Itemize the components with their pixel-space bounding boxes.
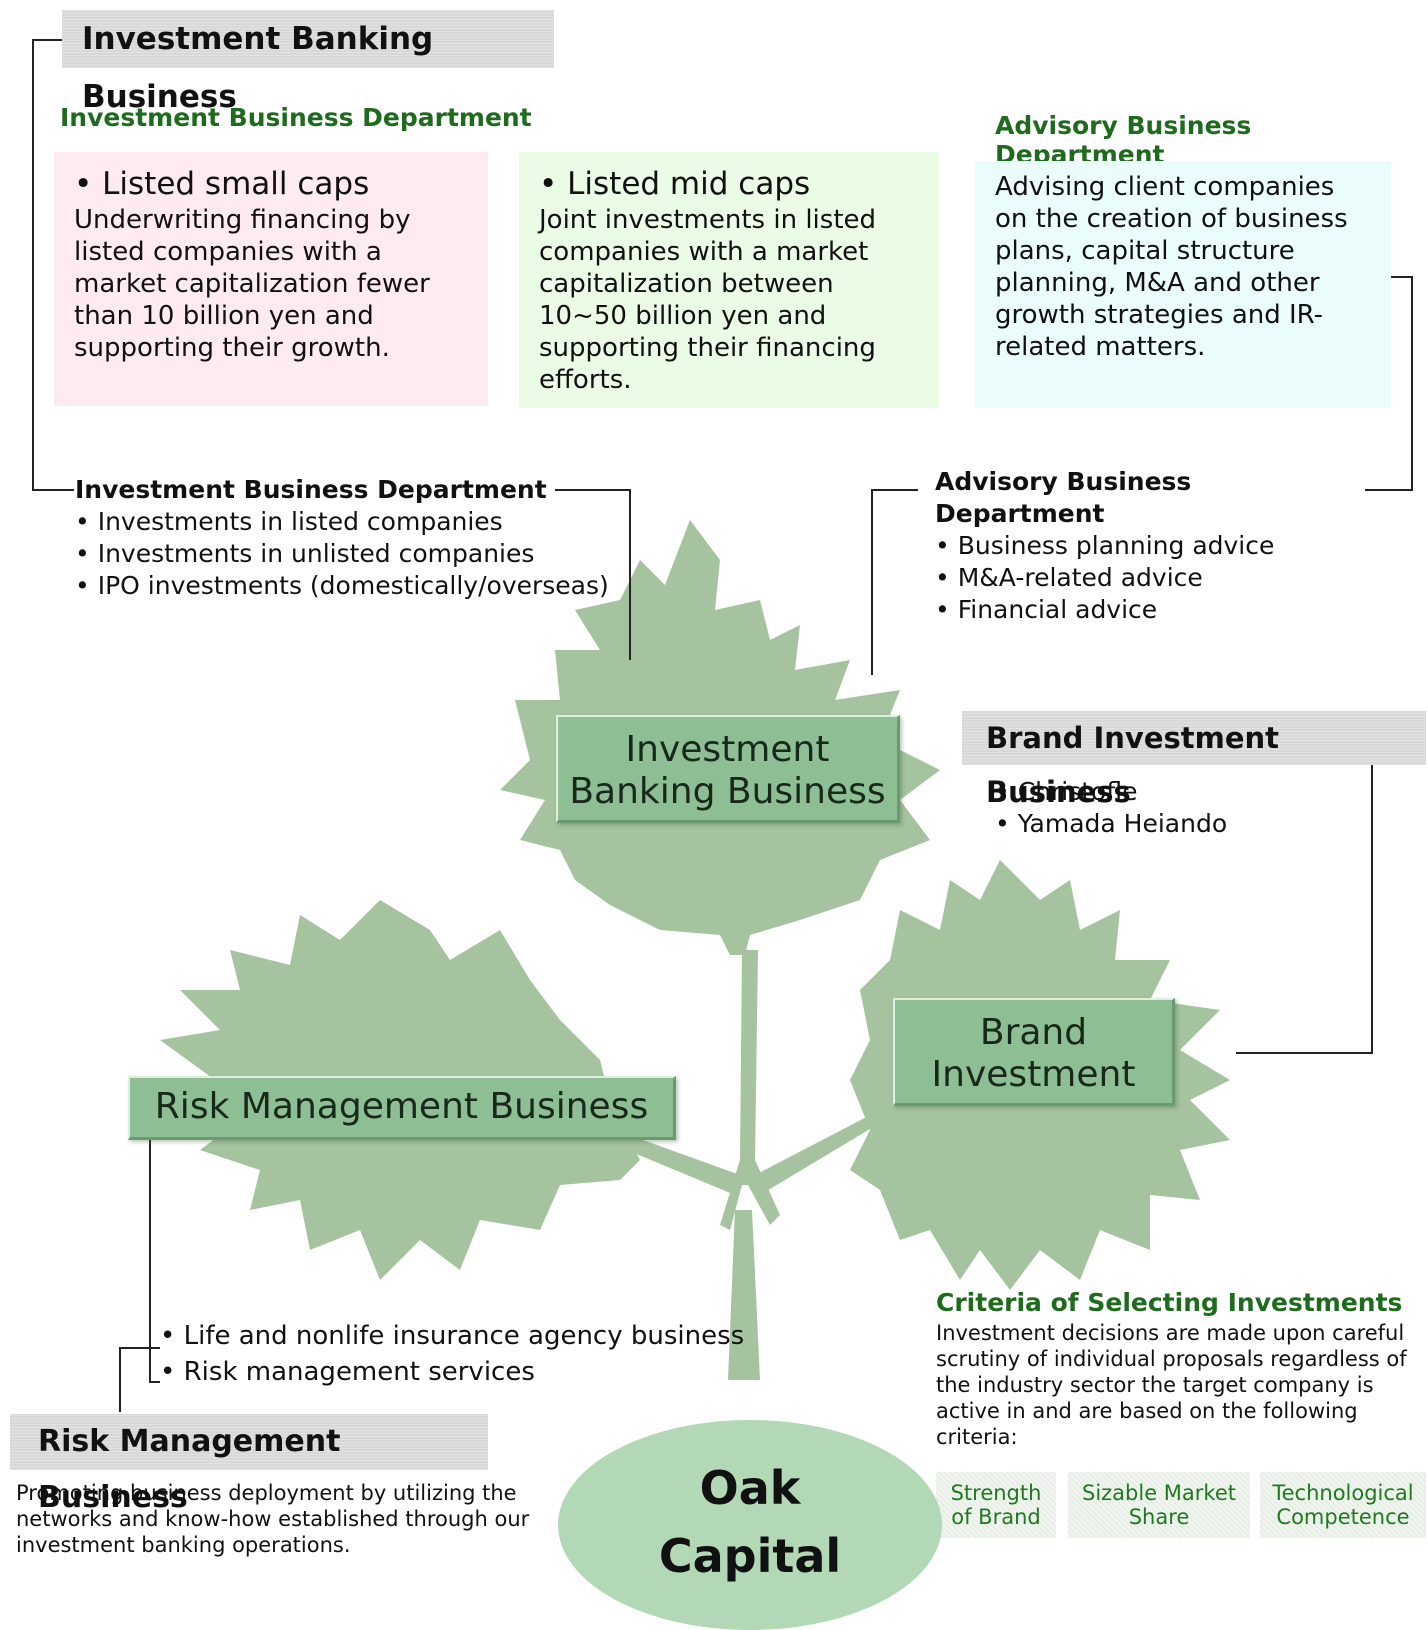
risk-management-heading: Risk Management Business bbox=[10, 1414, 488, 1515]
advisory-dept-list: Advisory Business Department Business pl… bbox=[935, 466, 1365, 626]
list-item: IPO investments (domestically/overseas) bbox=[75, 570, 635, 602]
list-item: Investments in listed companies bbox=[75, 506, 635, 538]
advisory-body: Advising client companies on the creatio… bbox=[995, 172, 1348, 362]
company-name: Oak Capital bbox=[658, 1461, 842, 1583]
leaf-label-investment-banking: Investment Banking Business bbox=[556, 715, 900, 823]
brand-investment-heading: Brand Investment Business bbox=[962, 711, 1426, 809]
mid-caps-body: Joint investments in listed companies wi… bbox=[539, 205, 877, 395]
small-caps-title: • Listed small caps bbox=[74, 166, 370, 202]
list-item: Investments in unlisted companies bbox=[75, 538, 635, 570]
mid-caps-title: • Listed mid caps bbox=[539, 166, 811, 202]
list-item: M&A-related advice bbox=[935, 562, 1365, 594]
criteria-box-technology: Technological Competence bbox=[1260, 1472, 1426, 1538]
list-item: Yamada Heiando bbox=[995, 808, 1227, 840]
criteria-title: Criteria of Selecting Investments bbox=[936, 1288, 1403, 1317]
advisory-dept-list-title: Advisory Business Department bbox=[935, 466, 1365, 530]
investment-dept-title: Investment Business Department bbox=[60, 103, 532, 132]
list-item: Life and nonlife insurance agency busine… bbox=[160, 1318, 745, 1354]
small-caps-body: Underwriting financing by listed compani… bbox=[74, 205, 430, 363]
list-item: Financial advice bbox=[935, 594, 1365, 626]
advisory-card: Advising client companies on the creatio… bbox=[975, 161, 1391, 408]
investment-dept-list-title: Investment Business Department bbox=[75, 474, 555, 506]
criteria-description: Investment decisions are made upon caref… bbox=[936, 1321, 1407, 1449]
investment-banking-heading: Investment Banking Business bbox=[62, 10, 554, 115]
list-item: Business planning advice bbox=[935, 530, 1365, 562]
leaf-label-risk: Risk Management Business bbox=[128, 1076, 676, 1140]
leaf-label-brand: Brand Investment bbox=[893, 998, 1175, 1106]
criteria-box-market-share: Sizable Market Share bbox=[1068, 1472, 1250, 1538]
small-caps-card: • Listed small caps Underwriting financi… bbox=[54, 152, 488, 406]
company-oval: Oak Capital bbox=[558, 1420, 942, 1630]
list-item: Risk management services bbox=[160, 1354, 744, 1390]
mid-caps-card: • Listed mid caps Joint investments in l… bbox=[519, 152, 939, 408]
investment-dept-list: Investment Business Department Investmen… bbox=[75, 474, 635, 602]
risk-description: Promoting business deployment by utilizi… bbox=[16, 1481, 530, 1557]
risk-list: Life and nonlife insurance agency busine… bbox=[160, 1318, 745, 1390]
criteria-box-brand: Strength of Brand bbox=[936, 1472, 1056, 1538]
brand-list: Christofle Yamada Heiando bbox=[995, 776, 1227, 840]
list-item: Christofle bbox=[995, 776, 1227, 808]
